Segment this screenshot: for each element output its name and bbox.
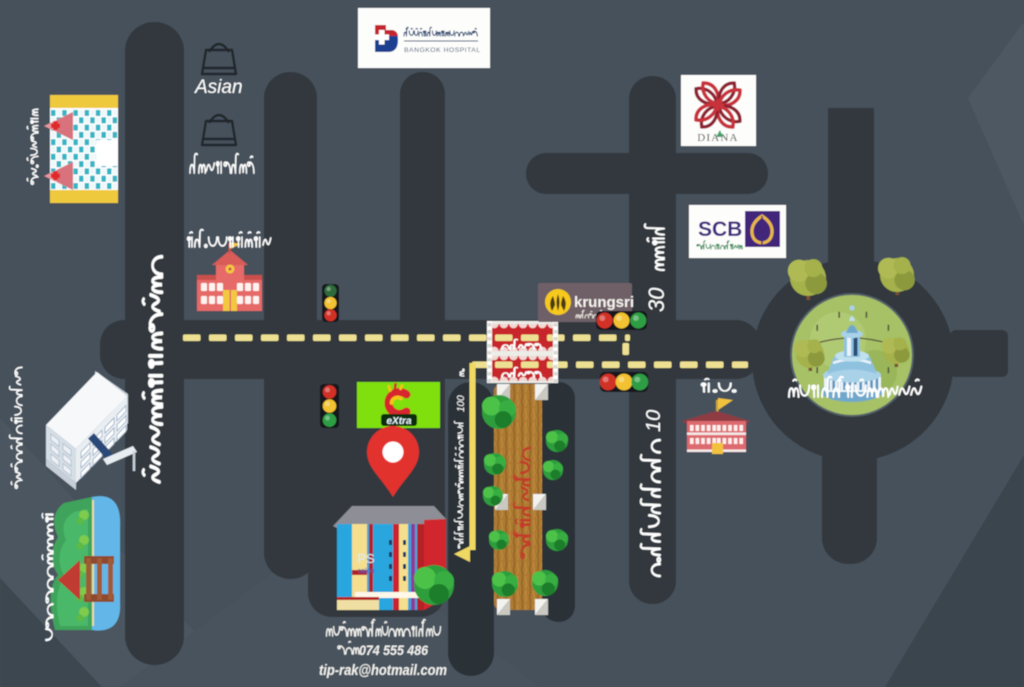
svg-text:Asian: Asian	[194, 77, 243, 98]
svg-text:30: 30	[644, 287, 669, 312]
svg-text:BANGKOK HOSPITAL: BANGKOK HOSPITAL	[404, 47, 481, 54]
svg-text:eXtra: eXtra	[386, 416, 411, 427]
svg-text:074 555 486: 074 555 486	[359, 642, 428, 658]
svg-text:krungsri: krungsri	[574, 294, 634, 311]
svg-text:DIANA: DIANA	[697, 132, 738, 144]
svg-text:SCB: SCB	[698, 218, 742, 241]
svg-text:tip-rak@hotmail.com: tip-rak@hotmail.com	[319, 663, 447, 679]
svg-text:100: 100	[456, 395, 467, 412]
svg-text:salon: salon	[358, 568, 375, 575]
svg-text:10: 10	[643, 410, 665, 432]
svg-text:PS: PS	[357, 551, 375, 566]
